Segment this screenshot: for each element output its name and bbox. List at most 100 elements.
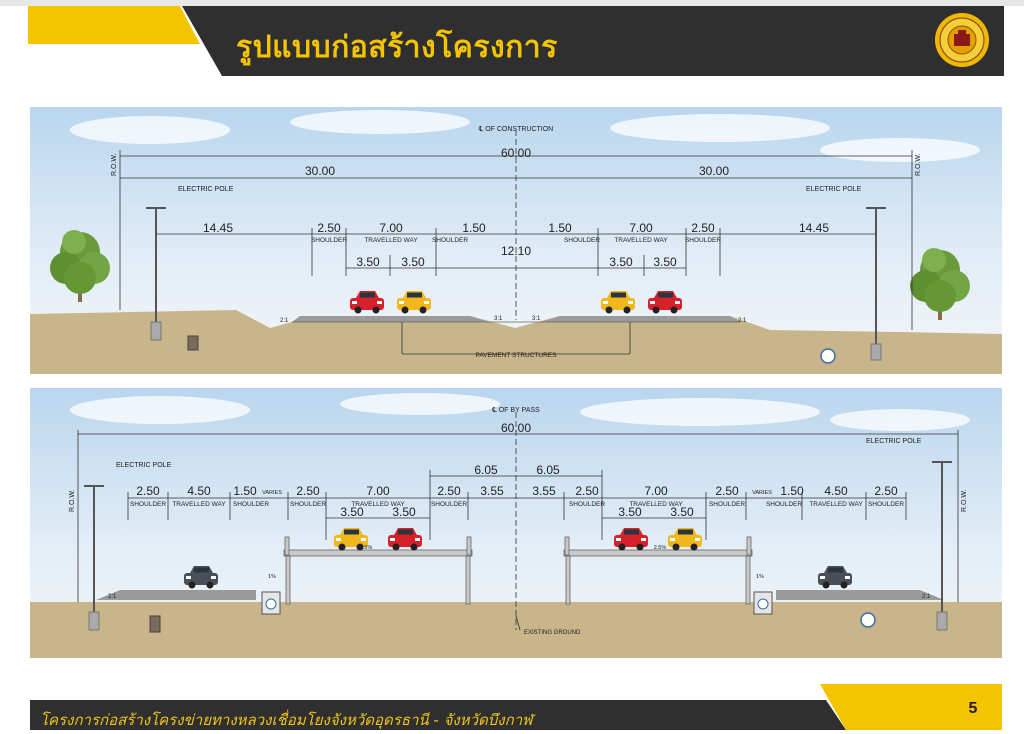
lane-width: 3.50 bbox=[356, 255, 380, 269]
pole-label-left: ELECTRIC POLE bbox=[178, 186, 234, 193]
shoulder-label: SHOULDER bbox=[233, 501, 269, 508]
varies-label: VARIES bbox=[752, 490, 772, 496]
pipe-icon bbox=[860, 612, 876, 628]
dim-right: 4.50 bbox=[824, 484, 848, 498]
department-seal-icon bbox=[935, 13, 989, 67]
lane-width: 3.50 bbox=[392, 505, 416, 519]
shoulder-label: SHOULDER bbox=[311, 237, 347, 244]
electric-pole-right-icon bbox=[866, 207, 886, 344]
section2-clouds bbox=[70, 393, 970, 431]
travelled-way-label: TRAVELLED WAY bbox=[809, 501, 863, 508]
dim-left: 7.00 bbox=[366, 484, 390, 498]
lane-width: 3.50 bbox=[618, 505, 642, 519]
dim-right: 1.50 bbox=[780, 484, 804, 498]
footer-dark-band bbox=[30, 700, 846, 730]
footer-accent-yellow bbox=[820, 684, 1002, 730]
dim-right-shoulder: 2.50 bbox=[691, 221, 715, 235]
pipe-icon bbox=[820, 348, 836, 364]
shoulder-label: SHOULDER bbox=[709, 501, 745, 508]
travelled-way-label: TRAVELLED WAY bbox=[351, 501, 405, 508]
frontage-road-right bbox=[776, 590, 944, 600]
pole-label-right: ELECTRIC POLE bbox=[866, 438, 922, 445]
lane-width: 3.50 bbox=[340, 505, 364, 519]
shoulder-label: SHOULDER bbox=[130, 501, 166, 508]
shoulder-label: SHOULDER bbox=[564, 237, 600, 244]
dim-right: 3.55 bbox=[532, 484, 556, 498]
center-offset-right: 6.05 bbox=[536, 463, 560, 477]
total-width-label: 60.00 bbox=[501, 421, 531, 435]
total-width-label: 60.00 bbox=[501, 146, 531, 160]
dim-right-outer: 14.45 bbox=[799, 221, 829, 235]
row-label-left: R.O.W. bbox=[69, 489, 76, 512]
pole-label-right: ELECTRIC POLE bbox=[806, 186, 862, 193]
shoulder-label: SHOULDER bbox=[868, 501, 904, 508]
half-width-left: 30.00 bbox=[305, 164, 335, 178]
dim-right: 2.50 bbox=[715, 484, 739, 498]
lane-width: 3.50 bbox=[670, 505, 694, 519]
shoulder-label: SHOULDER bbox=[685, 237, 721, 244]
shoulder-label: SHOULDER bbox=[569, 501, 605, 508]
dim-right: 7.00 bbox=[644, 484, 668, 498]
dim-left-travel: 7.00 bbox=[379, 221, 403, 235]
travelled-way-label: TRAVELLED WAY bbox=[629, 501, 683, 508]
shoulder-label: SHOULDER bbox=[766, 501, 802, 508]
frontage-road-left bbox=[96, 590, 256, 600]
bridge-slope-label: 2.5% bbox=[654, 545, 667, 551]
center-offset-left: 6.05 bbox=[474, 463, 498, 477]
shoulder-label: SHOULDER bbox=[431, 501, 467, 508]
section1-ground bbox=[30, 310, 1002, 374]
row-label-left: R.O.W. bbox=[111, 153, 118, 176]
dim-left: 2.50 bbox=[437, 484, 461, 498]
dim-left: 3.55 bbox=[480, 484, 504, 498]
dim-left-inner: 1.50 bbox=[462, 221, 486, 235]
dim-left: 2.50 bbox=[296, 484, 320, 498]
top-border bbox=[0, 0, 1024, 6]
section2-dimension-lines bbox=[77, 412, 959, 631]
travelled-way-label: TRAVELLED WAY bbox=[172, 501, 226, 508]
row-label-right: R.O.W. bbox=[915, 153, 922, 176]
frontage-slope-label: 1% bbox=[268, 574, 276, 580]
travelled-way-label: TRAVELLED WAY bbox=[364, 237, 418, 244]
section2-labels: ℄ OF BY PASS 60.00 R.O.W. R.O.W. ELECTRI… bbox=[69, 407, 968, 636]
section1-labels: ℄ OF CONSTRUCTION 60.00 30.00 30.00 R.O.… bbox=[111, 126, 922, 359]
drain-box-icon bbox=[187, 335, 199, 351]
section1-clouds bbox=[70, 110, 980, 162]
travelled-way-label: TRAVELLED WAY bbox=[614, 237, 668, 244]
centerline-label: ℄ OF BY PASS bbox=[491, 407, 540, 414]
bridge-slope-label: 2.5% bbox=[360, 545, 373, 551]
dim-right-travel: 7.00 bbox=[629, 221, 653, 235]
median-width: 12.10 bbox=[501, 244, 531, 258]
footer-banner bbox=[30, 684, 1002, 730]
slope-label: 3:1 bbox=[494, 316, 503, 322]
electric-pole-left-icon bbox=[146, 207, 166, 322]
cross-section-2: ℄ OF BY PASS 60.00 R.O.W. R.O.W. ELECTRI… bbox=[30, 388, 1002, 658]
shoulder-label: SHOULDER bbox=[432, 237, 468, 244]
lane-width: 3.50 bbox=[609, 255, 633, 269]
pavement-structures-label: PAVEMENT STRUCTURES bbox=[476, 352, 558, 359]
dim-left: 4.50 bbox=[187, 484, 211, 498]
half-width-right: 30.00 bbox=[699, 164, 729, 178]
lane-width: 3.50 bbox=[653, 255, 677, 269]
existing-ground-label: EXISTING GROUND bbox=[524, 630, 581, 636]
electric-pole-right-icon bbox=[932, 461, 952, 614]
drain-box-icon bbox=[149, 615, 161, 633]
section1-dimension-lines bbox=[119, 130, 913, 355]
cross-section-1: ℄ OF CONSTRUCTION 60.00 30.00 30.00 R.O.… bbox=[30, 107, 1002, 374]
dim-left-shoulder: 2.50 bbox=[317, 221, 341, 235]
shoulder-label: SHOULDER bbox=[290, 501, 326, 508]
frontage-slope-label: 1% bbox=[756, 574, 764, 580]
page-number: 5 bbox=[968, 700, 978, 717]
dim-right: 2.50 bbox=[575, 484, 599, 498]
dim-left: 1.50 bbox=[233, 484, 257, 498]
dim-right: 2.50 bbox=[874, 484, 898, 498]
header-accent-yellow bbox=[28, 6, 200, 44]
dim-right-inner: 1.50 bbox=[548, 221, 572, 235]
centerline-label: ℄ OF CONSTRUCTION bbox=[478, 126, 554, 133]
bridge-right bbox=[563, 536, 753, 605]
slope-label: 2:1 bbox=[280, 318, 289, 324]
electric-pole-left-icon bbox=[84, 485, 104, 614]
header-dark-band bbox=[182, 6, 1004, 76]
slope-label: 2:1 bbox=[922, 594, 931, 600]
slope-label: 2:1 bbox=[108, 594, 117, 600]
